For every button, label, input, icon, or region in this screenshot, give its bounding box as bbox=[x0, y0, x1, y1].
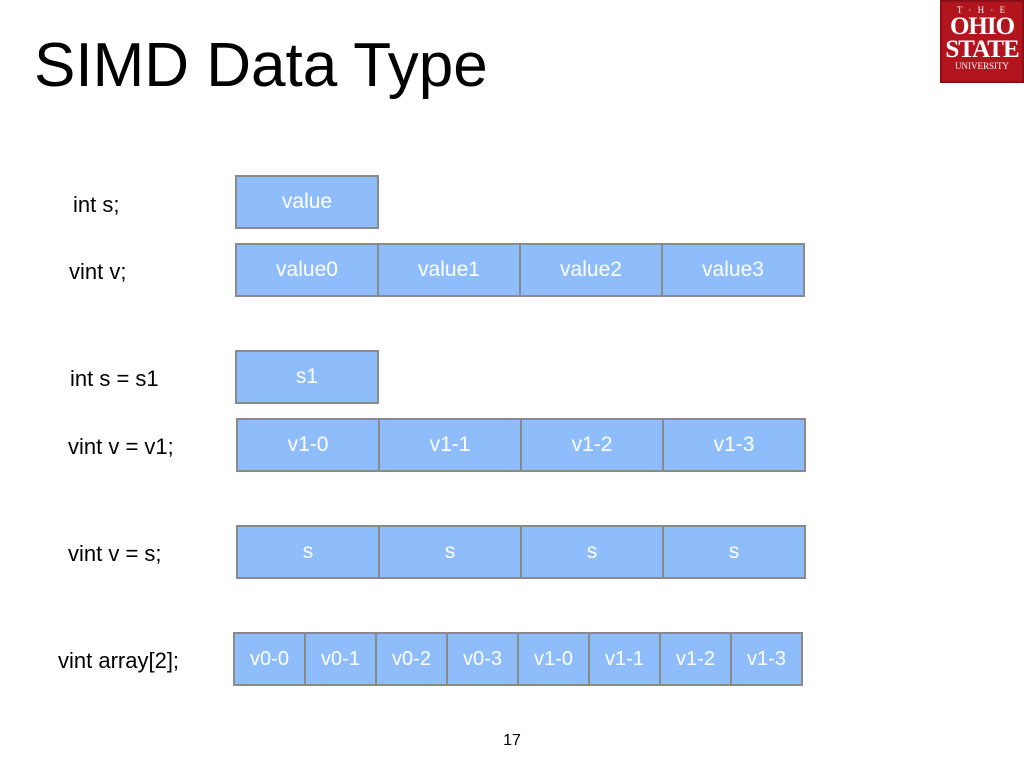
cell: s bbox=[238, 527, 380, 577]
cell: v1-3 bbox=[732, 634, 801, 684]
cell: v1-1 bbox=[590, 634, 661, 684]
cells-vint-v: value0 value1 value2 value3 bbox=[235, 243, 805, 297]
cell: v0-2 bbox=[377, 634, 448, 684]
row-label-vint-v-eq-s: vint v = s; bbox=[68, 541, 162, 566]
cell: s1 bbox=[237, 352, 377, 402]
cell: s bbox=[380, 527, 522, 577]
logo-line-state: STATE bbox=[945, 36, 1019, 63]
row-label-int-s: int s; bbox=[73, 192, 120, 217]
cells-vint-array: v0-0 v0-1 v0-2 v0-3 v1-0 v1-1 v1-2 v1-3 bbox=[233, 632, 803, 686]
logo-line-the: T · H · E bbox=[956, 5, 1008, 15]
cell: v1-0 bbox=[519, 634, 590, 684]
logo-line-university: UNIVERSITY bbox=[955, 61, 1009, 71]
cell: v1-2 bbox=[522, 420, 664, 470]
cell: v1-0 bbox=[238, 420, 380, 470]
cells-int-s-eq-s1: s1 bbox=[235, 350, 379, 404]
cell: value3 bbox=[663, 245, 803, 295]
ohio-state-logo: T · H · E OHIO STATE UNIVERSITY bbox=[940, 0, 1024, 83]
cell: v1-3 bbox=[664, 420, 804, 470]
row-label-int-s-eq-s1: int s = s1 bbox=[70, 366, 159, 391]
page-number: 17 bbox=[503, 732, 521, 749]
cell: v1-1 bbox=[380, 420, 522, 470]
row-label-vint-v: vint v; bbox=[69, 259, 127, 284]
cell: value bbox=[237, 177, 377, 227]
cells-vint-v-eq-s: s s s s bbox=[236, 525, 806, 579]
cell: value1 bbox=[379, 245, 521, 295]
cell: s bbox=[522, 527, 664, 577]
row-label-vint-array: vint array[2]; bbox=[58, 648, 180, 673]
cell: v0-0 bbox=[235, 634, 306, 684]
cell: v0-3 bbox=[448, 634, 519, 684]
cell: v0-1 bbox=[306, 634, 377, 684]
slide-title: SIMD Data Type bbox=[34, 31, 488, 100]
cell: s bbox=[664, 527, 804, 577]
logo-line-ohio: OHIO bbox=[949, 13, 1015, 40]
row-label-vint-v-eq-v1: vint v = v1; bbox=[68, 434, 174, 459]
cells-int-s: value bbox=[235, 175, 379, 229]
cell: v1-2 bbox=[661, 634, 732, 684]
cells-vint-v-eq-v1: v1-0 v1-1 v1-2 v1-3 bbox=[236, 418, 806, 472]
cell: value2 bbox=[521, 245, 663, 295]
cell: value0 bbox=[237, 245, 379, 295]
